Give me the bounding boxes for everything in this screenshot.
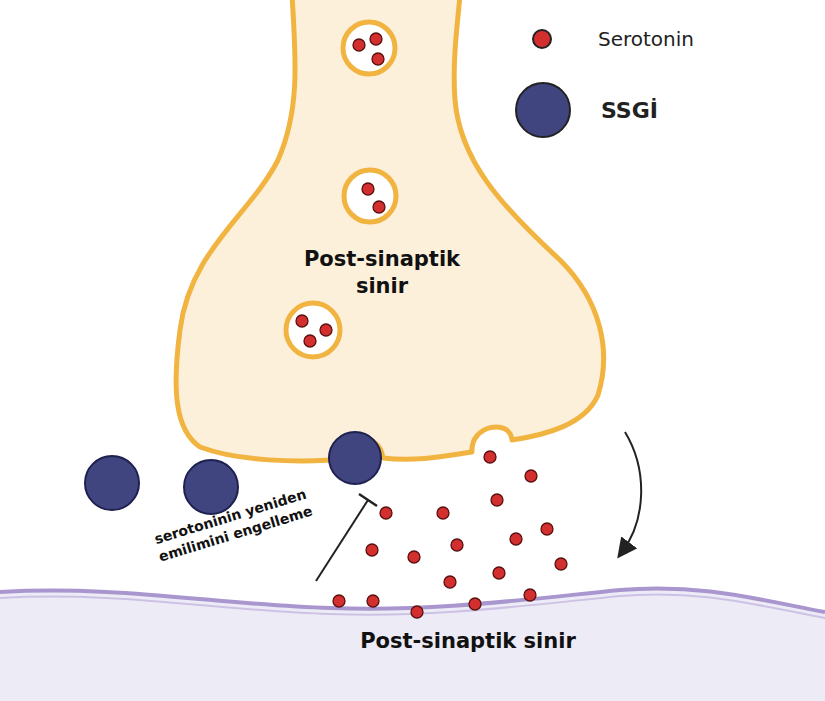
inhibition-line: [316, 500, 368, 581]
diffusion-arrow: [622, 432, 641, 552]
neuron-name: Post-sinaptik sinir: [282, 246, 482, 301]
legend-item: SSGİ: [515, 82, 658, 138]
lower-membrane-inner: [0, 594, 825, 618]
ssri-molecules: [85, 432, 381, 514]
legend-swatch: [515, 82, 571, 138]
neuron-label-box: Post-sinaptik sinir: [282, 246, 482, 301]
vesicles: [286, 22, 396, 357]
legend-item: Serotonin: [532, 24, 694, 54]
legend-text: SSGİ: [601, 98, 658, 123]
legend-text: Serotonin: [598, 27, 694, 51]
neuron-name: Post-sinaptik sinir: [358, 628, 578, 655]
inhibition-bar: [359, 494, 377, 506]
neuron-label-box: Post-sinaptik sinir: [358, 628, 578, 655]
presynaptic-terminal: [176, 0, 604, 461]
lower-neuron-body: [0, 588, 825, 701]
legend-swatch: [532, 29, 552, 49]
